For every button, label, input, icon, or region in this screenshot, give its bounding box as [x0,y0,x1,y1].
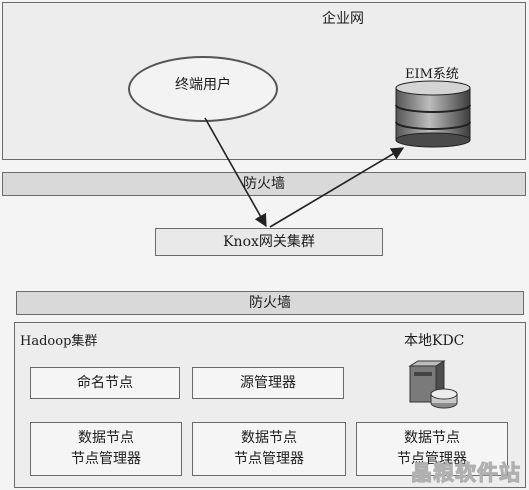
end-user-ellipse [128,56,278,122]
datanode-box-2: 数据节点 节点管理器 [192,422,346,476]
eim-system-label: EIM系统 [405,67,459,82]
firewall-bottom: 防火墙 [16,291,524,315]
knox-gateway-cluster: Knox网关集群 [155,228,383,256]
datanode-label: 数据节点 [404,430,460,446]
datanode-label: 数据节点 [241,430,297,446]
enterprise-network-label: 企业网 [322,11,364,27]
firewall-top: 防火墙 [2,172,526,196]
datanode-box-1: 数据节点 节点管理器 [30,422,182,476]
nodemanager-label: 节点管理器 [234,451,304,467]
namenode-box: 命名节点 [30,367,180,399]
database-icon [395,80,471,148]
knox-to-eim-arrow [269,147,405,228]
user-to-knox-arrow [204,117,267,228]
nodemanager-label: 节点管理器 [397,451,467,467]
kdc-server-icon [408,360,458,409]
nodemanager-label: 节点管理器 [71,451,141,467]
hadoop-cluster-label: Hadoop集群 [20,334,98,349]
datanode-box-3: 数据节点 节点管理器 [356,422,508,476]
local-kdc-label: 本地KDC [404,333,465,349]
watermark: 晶粮软件站 [411,460,521,486]
end-user-label: 终端用户 [175,77,231,93]
datanode-label: 数据节点 [78,430,134,446]
resource-manager-box: 源管理器 [192,367,344,399]
